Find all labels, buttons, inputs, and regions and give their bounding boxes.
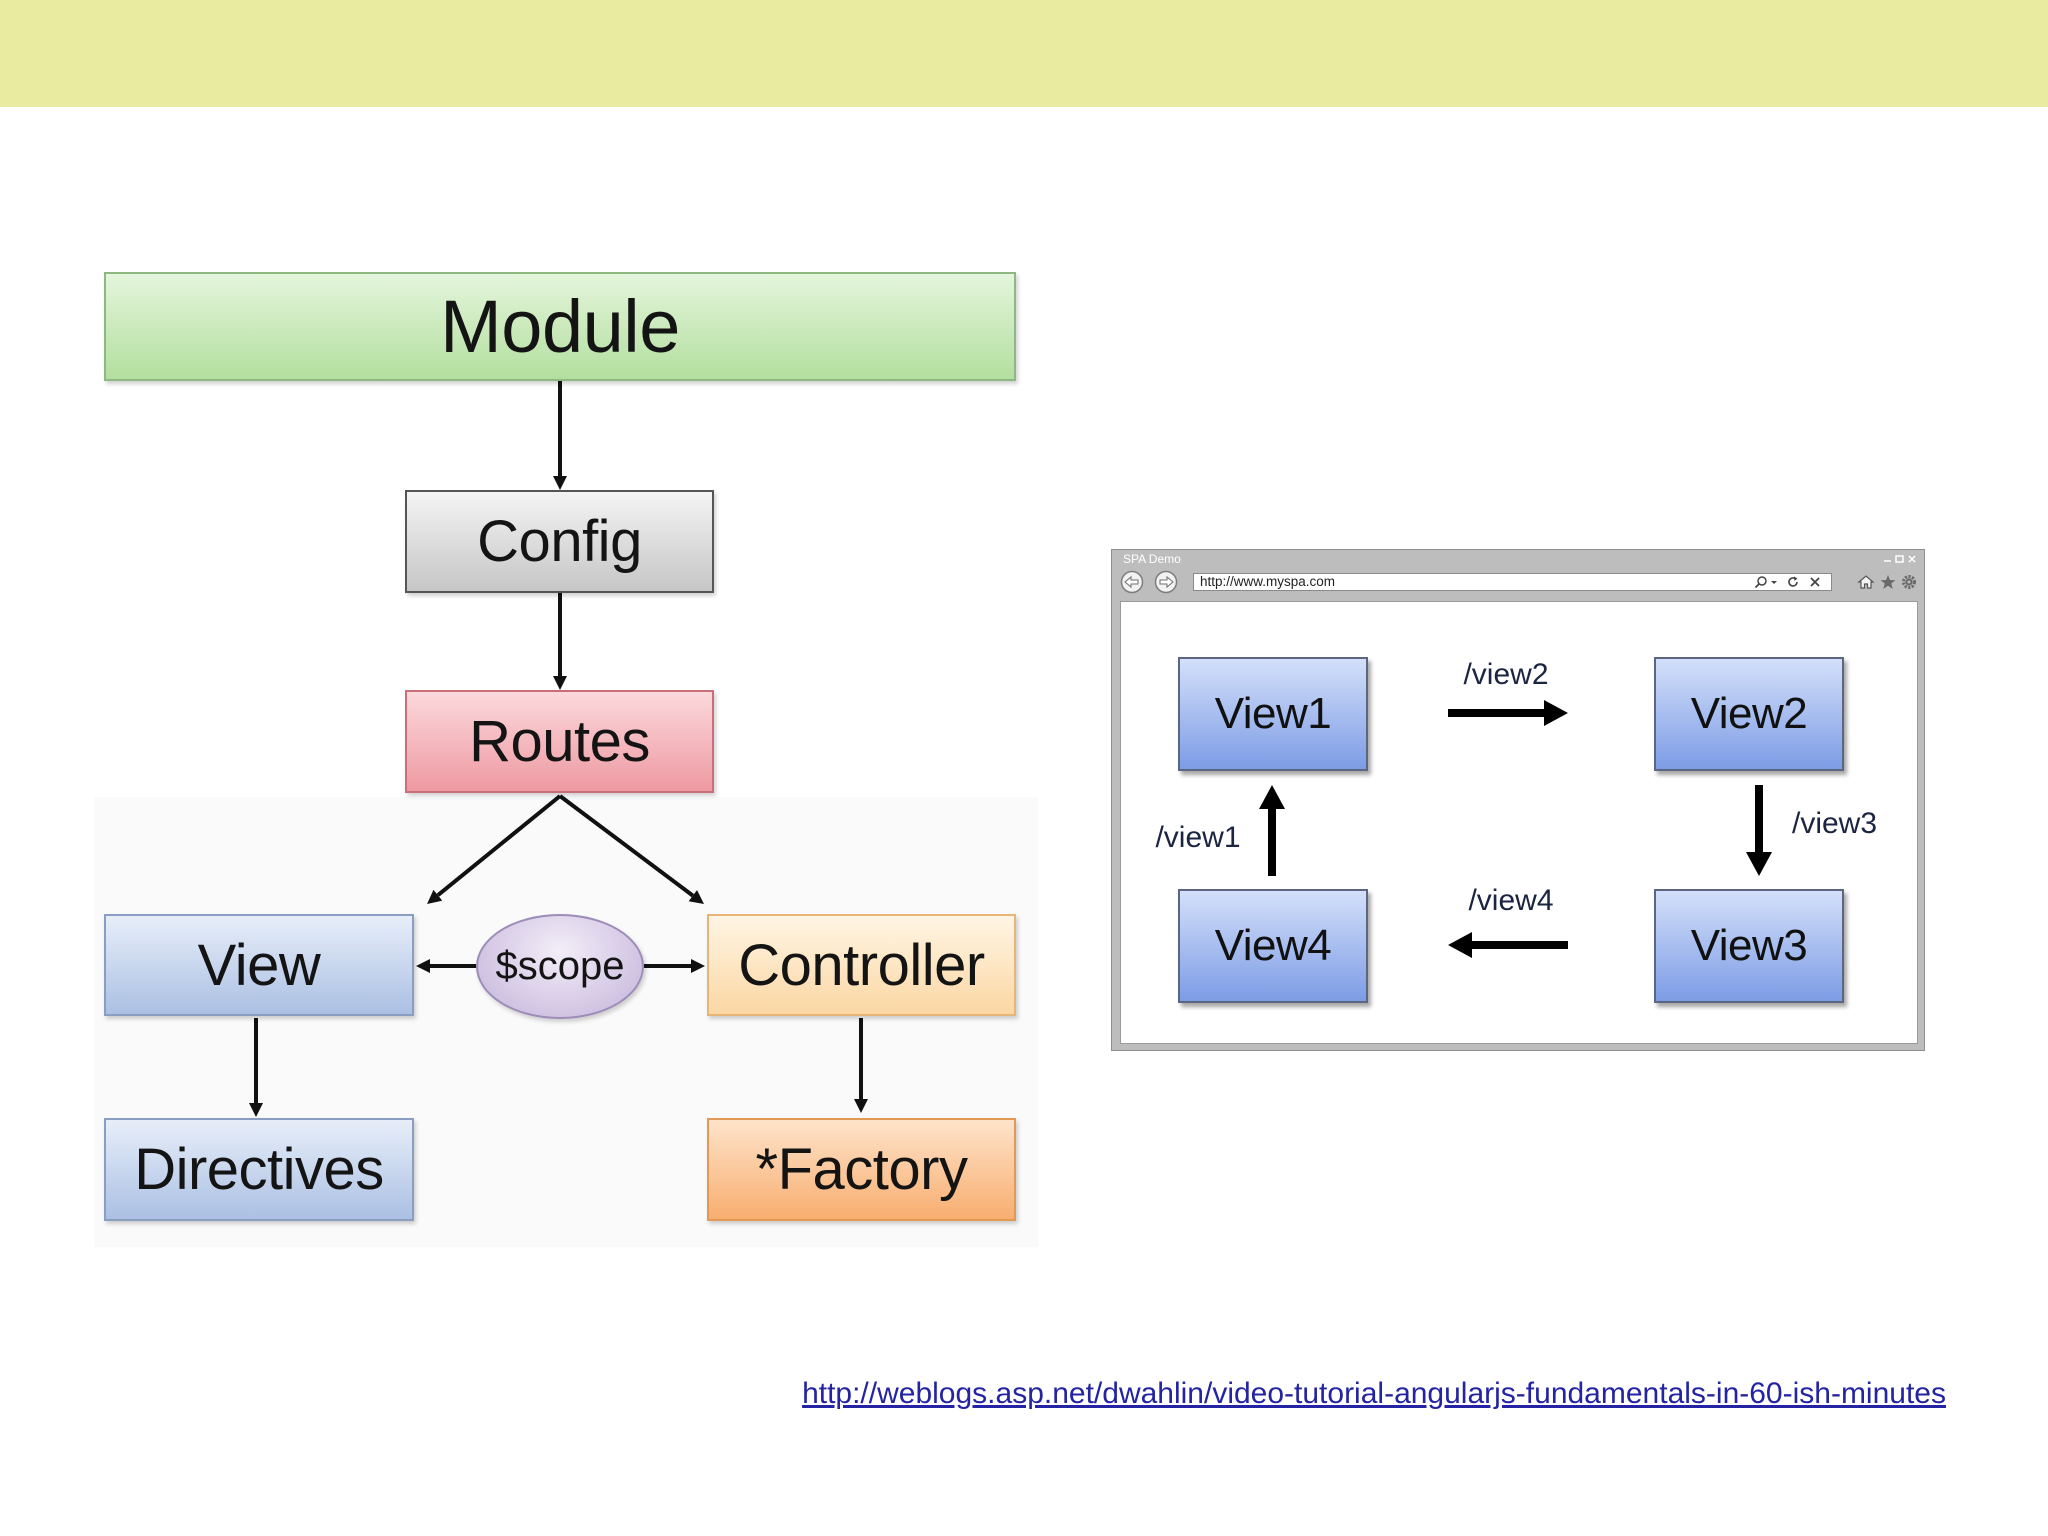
module-box: Module	[104, 272, 1016, 381]
address-bar[interactable]: http://www.myspa.com	[1193, 573, 1832, 591]
close-icon[interactable]	[1908, 555, 1916, 563]
forward-icon[interactable]	[1154, 570, 1178, 594]
config-box: Config	[405, 490, 714, 593]
routes-label: Routes	[469, 709, 650, 774]
settings-icon[interactable]	[1900, 574, 1918, 590]
scope-label: $scope	[495, 944, 625, 988]
address-url: http://www.myspa.com	[1200, 574, 1336, 589]
arrow-routes-to-controller	[558, 794, 704, 904]
refresh-icon[interactable]	[1786, 575, 1800, 589]
controller-label: Controller	[738, 932, 985, 998]
favorites-icon[interactable]	[1879, 574, 1897, 590]
route-label-view3: /view3	[1792, 807, 1878, 840]
source-link[interactable]: http://weblogs.asp.net/dwahlin/video-tut…	[802, 1377, 1946, 1410]
route-label-view2: /view2	[1463, 658, 1549, 691]
home-icon[interactable]	[1857, 574, 1875, 590]
view-label: View	[197, 932, 321, 998]
scope-ellipse: $scope	[476, 914, 644, 1019]
arrow-routes-to-view	[427, 794, 562, 905]
view3-box: View3	[1654, 889, 1844, 1003]
window-controls	[1884, 555, 1916, 563]
directives-box: Directives	[104, 1118, 414, 1221]
view3-label: View3	[1690, 921, 1808, 970]
module-label: Module	[440, 285, 680, 368]
view4-box: View4	[1178, 889, 1368, 1003]
view2-label: View2	[1690, 689, 1808, 738]
stop-icon[interactable]	[1808, 575, 1822, 589]
view-box: View	[104, 914, 414, 1016]
directives-label: Directives	[134, 1137, 384, 1202]
window-title: SPA Demo	[1123, 552, 1181, 566]
route-label-view1: /view1	[1155, 821, 1241, 854]
factory-label: *Factory	[755, 1137, 968, 1202]
title-banner	[0, 0, 2048, 107]
controller-box: Controller	[707, 914, 1016, 1016]
route-label-view4: /view4	[1468, 884, 1554, 917]
view4-label: View4	[1214, 921, 1332, 970]
config-label: Config	[477, 509, 642, 574]
routes-box: Routes	[405, 690, 714, 793]
maximize-icon[interactable]	[1895, 555, 1904, 563]
view1-box: View1	[1178, 657, 1368, 771]
view2-box: View2	[1654, 657, 1844, 771]
search-icon[interactable]	[1754, 575, 1768, 589]
factory-box: *Factory	[707, 1118, 1016, 1221]
view1-label: View1	[1214, 689, 1332, 738]
spa-demo-browser-window: SPA Demo http://www.myspa.com	[1111, 549, 1925, 1051]
dropdown-icon[interactable]	[1770, 575, 1778, 589]
spa-route-arrows	[1259, 700, 1772, 958]
back-icon[interactable]	[1120, 570, 1144, 594]
